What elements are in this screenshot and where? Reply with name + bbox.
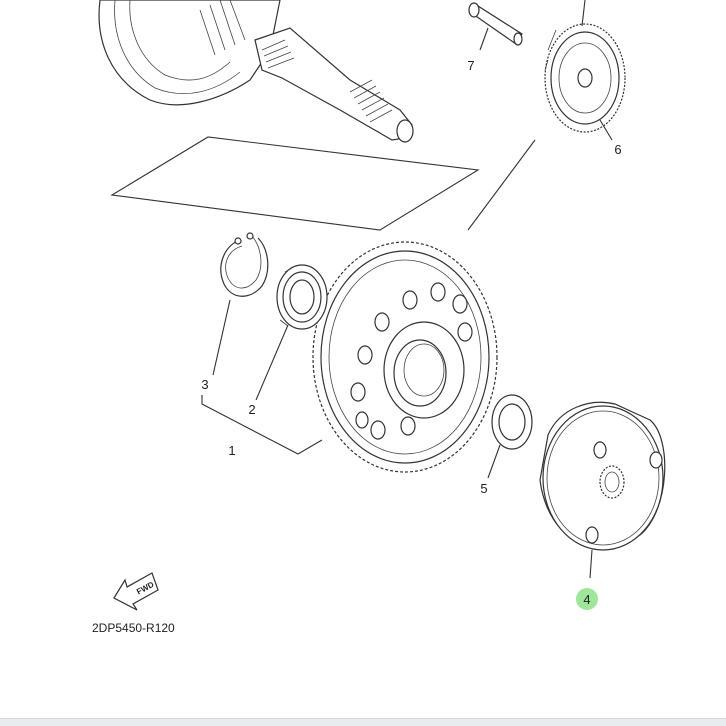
fwd-arrow-icon: FWD (113, 572, 159, 611)
callout-2: 2 (248, 402, 255, 417)
callout-4: 4 (583, 592, 590, 607)
diagram-reference-code: 2DP5450-R120 (92, 621, 175, 635)
callout-6: 6 (614, 142, 621, 157)
callout-1: 1 (228, 443, 235, 458)
leader-lines (201, 0, 613, 579)
callout-3: 3 (201, 377, 208, 392)
circlip-part-3 (220, 232, 269, 297)
pin-part-7 (468, 2, 523, 46)
crankshaft-assembly (98, 0, 414, 143)
idle-gear-part-6 (544, 23, 626, 133)
assembly-bracket-box (110, 136, 480, 231)
callout-7: 7 (467, 58, 474, 73)
bearing-part-2 (276, 264, 328, 330)
washer-part-5 (491, 394, 533, 450)
starter-wheel-gear (312, 241, 498, 473)
callout-labels: 1 2 3 4 5 6 7 (201, 58, 622, 610)
callout-4-highlight (576, 588, 598, 610)
callout-5: 5 (480, 481, 487, 496)
starter-clutch-part-4 (539, 401, 666, 551)
bottom-bar (0, 718, 726, 726)
